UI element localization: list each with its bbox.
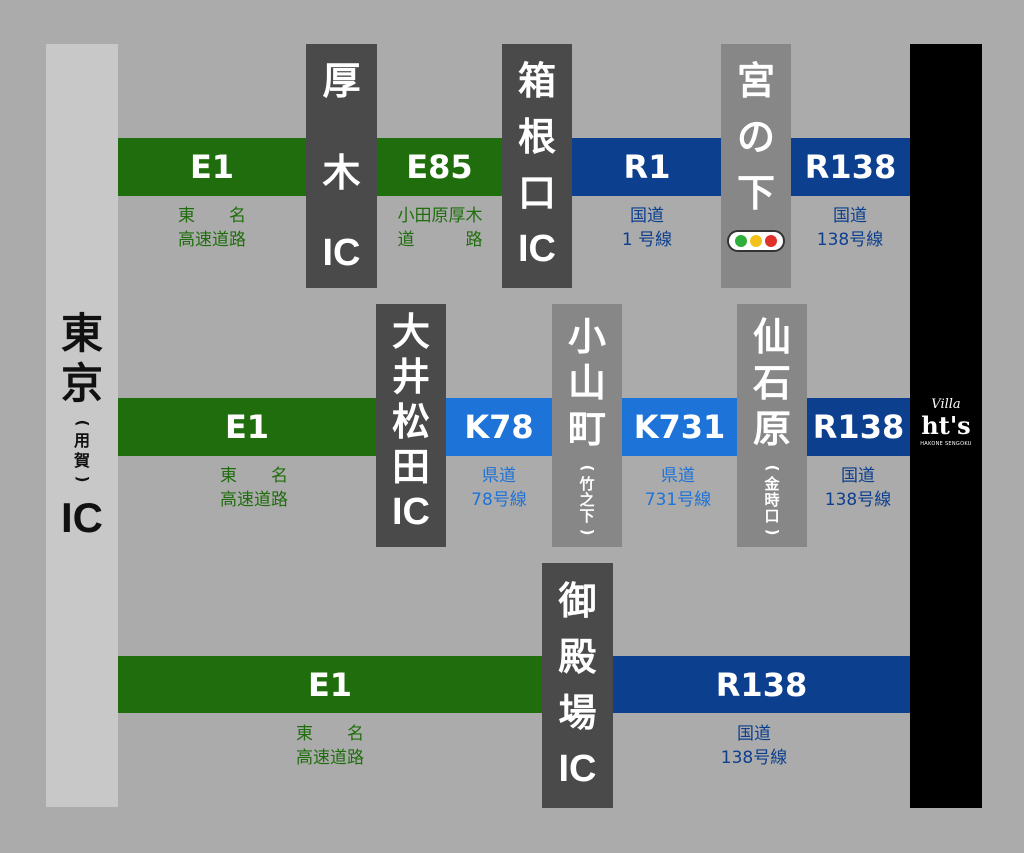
route-code: E1 bbox=[224, 408, 270, 446]
route-e1-row1: E1 bbox=[118, 138, 306, 196]
node-miyanoshita: 宮 の 下 bbox=[721, 44, 791, 288]
node-paren: 時 bbox=[764, 491, 780, 509]
destination-bar bbox=[910, 44, 982, 808]
route-desc: 東 名 高速道路 bbox=[178, 206, 246, 250]
node-hakoneguchi-ic: 箱 根 口 IC bbox=[502, 44, 572, 288]
node-char: 厚 bbox=[322, 59, 361, 103]
route-desc: 東 名 高速道路 bbox=[296, 724, 364, 768]
node-ic: IC bbox=[392, 491, 430, 533]
node-paren: 金 bbox=[764, 475, 780, 493]
route-k731-row2: K731 bbox=[622, 398, 737, 456]
node-char: 松 bbox=[391, 400, 430, 444]
route-desc: 国道 138号線 bbox=[816, 206, 884, 250]
route-r138-row2: R138 bbox=[807, 398, 910, 456]
route-desc: 小田原厚木 道 路 bbox=[397, 206, 483, 250]
node-char: 原 bbox=[752, 407, 791, 451]
node-paren: ) bbox=[762, 528, 781, 536]
node-char: 口 bbox=[517, 171, 556, 215]
origin-paren: ( bbox=[72, 419, 91, 426]
node-sengokuhara: 仙 石 原 ( 金 時 口 ) bbox=[737, 304, 807, 547]
route-code: R1 bbox=[623, 148, 671, 186]
node-char: 木 bbox=[322, 151, 361, 195]
node-char: 箱 bbox=[517, 59, 556, 103]
origin-char: 京 bbox=[60, 358, 103, 408]
node-paren: 之 bbox=[579, 491, 595, 509]
destination-logo: Villa ht's HAKONE SENGOKU bbox=[910, 398, 982, 448]
route-e85-row1: E85 bbox=[377, 138, 502, 196]
route-code: E1 bbox=[189, 148, 235, 186]
route-code: K731 bbox=[633, 408, 726, 446]
node-paren: 口 bbox=[764, 507, 780, 525]
node-char: 根 bbox=[517, 115, 556, 159]
node-char: 町 bbox=[567, 407, 606, 451]
route-r1-row1: R1 bbox=[572, 138, 722, 196]
node-char: 井 bbox=[391, 355, 430, 399]
route-code: K78 bbox=[464, 408, 534, 446]
route-desc: 国道 1 号線 bbox=[621, 206, 673, 250]
route-r138-row1: R138 bbox=[791, 138, 910, 196]
tokyo-ic-bar: 東 京 ( 用 賀 ) IC bbox=[46, 44, 118, 807]
logo-name: ht's bbox=[921, 411, 971, 440]
logo-script: Villa bbox=[931, 397, 961, 412]
origin-paren: ) bbox=[72, 475, 91, 482]
route-code: E85 bbox=[406, 148, 473, 186]
route-desc: 国道 138号線 bbox=[824, 466, 892, 510]
node-char: 田 bbox=[391, 445, 430, 489]
route-code: R138 bbox=[715, 665, 808, 704]
node-char: 場 bbox=[558, 691, 597, 735]
node-paren: ) bbox=[577, 528, 596, 536]
node-atsugi-ic: 厚 木 IC bbox=[306, 44, 377, 288]
node-oyamacho: 小 山 町 ( 竹 之 下 ) bbox=[552, 304, 622, 547]
route-desc: 東 名 高速道路 bbox=[220, 466, 288, 510]
node-paren: 下 bbox=[579, 507, 595, 525]
node-ic: IC bbox=[518, 228, 556, 270]
route-desc: 県道 78号線 bbox=[471, 466, 527, 510]
node-char: 石 bbox=[752, 361, 791, 405]
traffic-light-icon bbox=[727, 230, 785, 252]
route-r138-row3: R138 bbox=[613, 656, 910, 713]
origin-ic: IC bbox=[61, 493, 103, 541]
node-ic: IC bbox=[558, 748, 597, 790]
node-char: 下 bbox=[736, 171, 775, 215]
route-e1-row2: E1 bbox=[118, 398, 376, 456]
node-char: の bbox=[736, 115, 775, 159]
node-char: 仙 bbox=[752, 315, 791, 359]
node-ic: IC bbox=[322, 232, 361, 274]
node-oimatsuda-ic: 大 井 松 田 IC bbox=[376, 304, 446, 547]
node-paren: 竹 bbox=[579, 475, 595, 493]
node-char: 御 bbox=[558, 579, 597, 623]
node-paren: ( bbox=[577, 464, 596, 472]
route-e1-row3: E1 bbox=[118, 656, 542, 713]
node-char: 大 bbox=[391, 310, 430, 354]
route-code: R138 bbox=[812, 408, 905, 446]
node-char: 宮 bbox=[736, 59, 775, 103]
route-desc: 県道 731号線 bbox=[644, 466, 712, 510]
logo-sub: HAKONE SENGOKU bbox=[920, 441, 972, 447]
node-char: 山 bbox=[567, 361, 606, 405]
node-char: 小 bbox=[567, 315, 606, 359]
origin-paren: 賀 bbox=[73, 450, 90, 470]
origin-char: 東 bbox=[60, 308, 103, 358]
route-code: R138 bbox=[804, 148, 897, 186]
node-gotemba-ic: 御 殿 場 IC bbox=[542, 563, 613, 808]
node-paren: ( bbox=[762, 464, 781, 472]
node-char: 殿 bbox=[558, 635, 597, 679]
route-k78-row2: K78 bbox=[446, 398, 552, 456]
route-code: E1 bbox=[307, 665, 353, 704]
route-desc: 国道 138号線 bbox=[720, 724, 788, 768]
origin-paren: 用 bbox=[73, 430, 90, 450]
